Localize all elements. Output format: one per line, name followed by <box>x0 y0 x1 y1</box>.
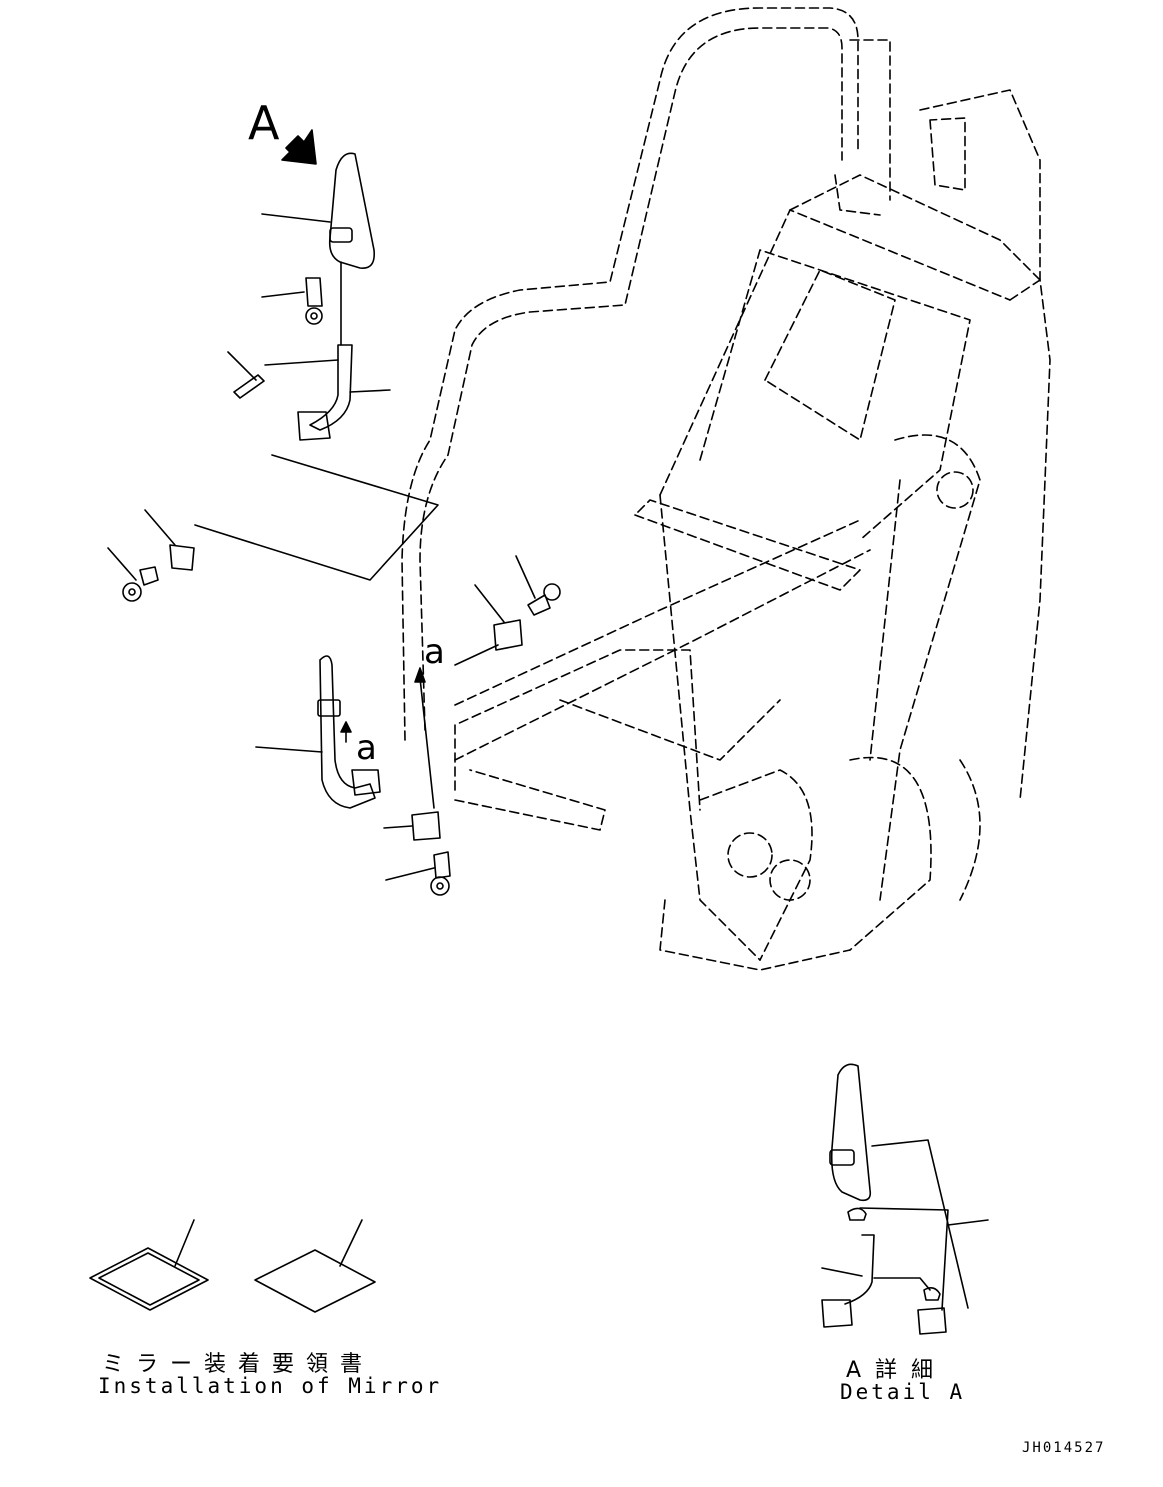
leader-line <box>194 454 439 581</box>
leader-line <box>144 509 176 546</box>
detail-title-jp: A詳細 <box>846 1358 948 1383</box>
bolt-part <box>430 851 451 896</box>
manual-sheet-framed <box>89 1247 209 1311</box>
mirror-housing-part <box>328 152 376 346</box>
leader-line <box>515 555 536 599</box>
leader-line <box>383 825 413 829</box>
leader-line <box>419 677 435 809</box>
cab-frame-outline <box>401 7 1051 971</box>
bolt-part <box>305 277 323 325</box>
manual-title-en: Installation of Mirror <box>98 1374 443 1398</box>
reference-a-lower-label: a <box>356 728 377 768</box>
reference-a-upper-label: a <box>424 632 445 672</box>
clamp-part <box>493 619 523 651</box>
leader-line <box>454 644 499 666</box>
leader-line <box>385 867 435 881</box>
detail-title-en: Detail A <box>840 1380 966 1404</box>
handrail-part <box>317 655 381 809</box>
manual-title-jp: ミラー装着要領書 <box>102 1352 375 1377</box>
leader-line <box>261 291 305 298</box>
mirror-stay-part <box>297 344 353 441</box>
leader-line <box>349 389 391 393</box>
leader-line <box>339 1219 363 1267</box>
clamp-part <box>411 811 441 841</box>
view-arrow <box>281 129 317 165</box>
leader-line <box>474 584 505 623</box>
leader-line <box>255 746 323 753</box>
detail-a-view <box>821 1063 989 1335</box>
leader-line <box>174 1219 195 1267</box>
clamp-part <box>169 544 195 571</box>
leader-line <box>264 359 339 366</box>
bolt-part <box>122 566 159 602</box>
bolt-part <box>527 583 561 616</box>
pin-part <box>233 374 265 399</box>
manual-sheet-plain <box>254 1249 376 1313</box>
leader-line <box>107 547 137 581</box>
leader-line <box>227 351 257 381</box>
leader-line <box>261 213 331 223</box>
drawing-number: JH014527 <box>1022 1440 1106 1456</box>
view-a-label: A <box>248 96 280 150</box>
